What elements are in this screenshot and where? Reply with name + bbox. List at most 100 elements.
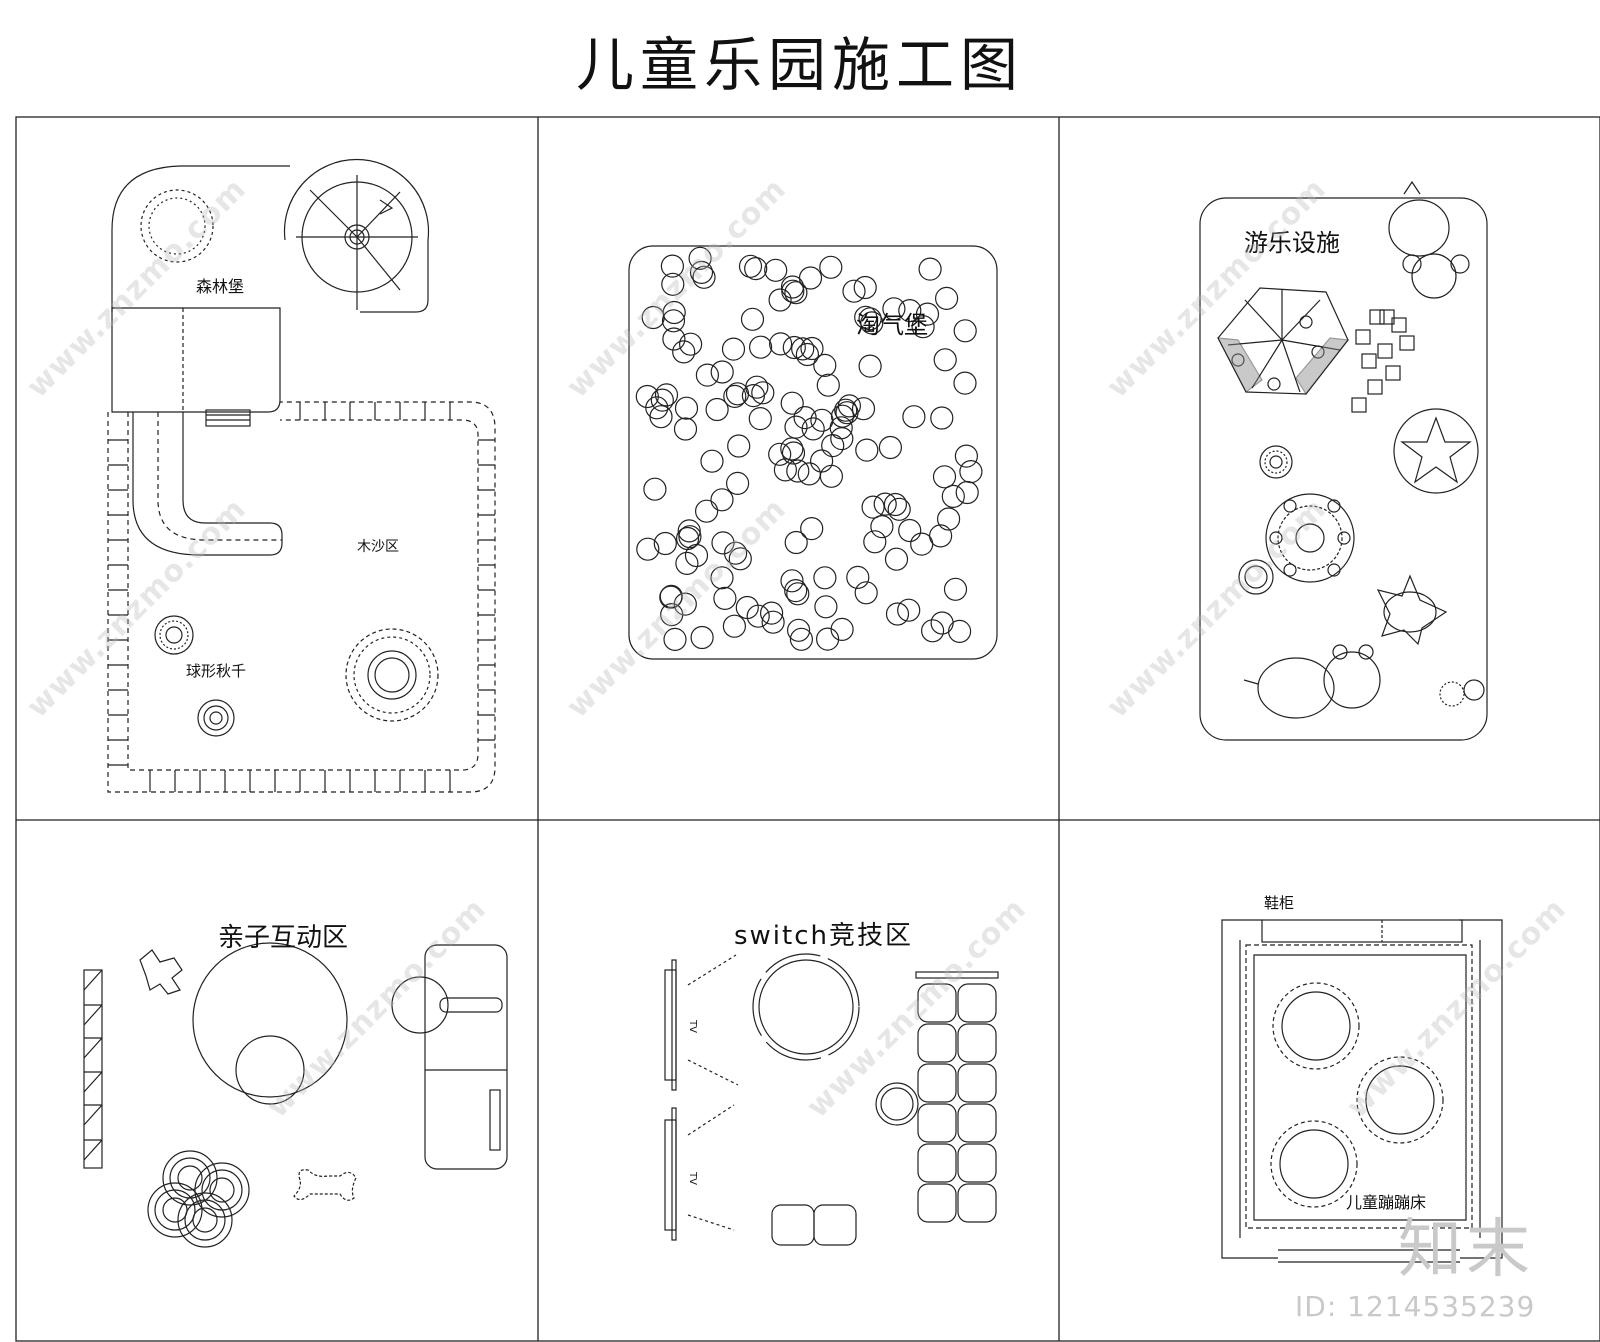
animal-ride-icon [1243, 644, 1381, 719]
ball-icon [911, 315, 935, 339]
trampoline-icon [1356, 1056, 1444, 1144]
ball-icon [674, 396, 699, 420]
ball-icon [846, 565, 870, 590]
ball-icon [768, 288, 792, 312]
ball-icon [663, 627, 687, 652]
panel-naughty-castle [628, 245, 998, 660]
sofa-seat [957, 1143, 997, 1183]
ball-icon [660, 254, 685, 278]
ball-icon [860, 311, 884, 335]
switch-area-label: switch竞技区 [734, 921, 913, 951]
trampoline-label: 儿童蹦蹦床 [1346, 1193, 1426, 1212]
ball-icon [662, 300, 686, 325]
ball-icon [710, 488, 734, 512]
shoe-cabinet-label: 鞋柜 [1264, 894, 1294, 912]
ball-icon [795, 342, 820, 367]
sofa-seat [957, 983, 997, 1023]
ball-icon [700, 449, 724, 473]
ball-icon [673, 417, 698, 441]
ball-icon [780, 391, 804, 415]
ball-icon [885, 602, 910, 626]
panel-rides [1199, 180, 1488, 741]
ball-icon [675, 551, 699, 576]
ball-icon [830, 617, 854, 642]
ball-icon [662, 327, 686, 351]
parent-child-label: 亲子互动区 [218, 923, 348, 953]
merry-go-round-icon [1265, 493, 1355, 583]
ball-icon [897, 598, 921, 622]
ball-swing-label: 球形秋千 [186, 662, 246, 680]
ball-icon [819, 464, 844, 488]
ball-icon [835, 401, 859, 425]
rides-label: 游乐设施 [1244, 229, 1340, 257]
ball-icon [725, 471, 750, 495]
ball-icon [947, 619, 972, 644]
ball-icon [721, 337, 746, 361]
ball-icon [863, 530, 887, 554]
ball-icon [834, 398, 858, 422]
ball-icon [884, 547, 909, 571]
block-icon [1399, 335, 1415, 351]
ball-icon [815, 627, 840, 651]
ball-icon [830, 427, 854, 451]
ball-icon [800, 336, 824, 361]
ball-icon [882, 297, 906, 321]
ball-icon [735, 595, 759, 620]
forest-castle-label: 森林堡 [196, 277, 244, 296]
sofa-seat [957, 1103, 997, 1143]
sofa-seat [957, 1023, 997, 1063]
ball-icon [959, 460, 983, 484]
panel-parent-child [83, 942, 508, 1248]
ball-icon [910, 532, 934, 556]
ball-icon [936, 507, 961, 531]
ball-icon [816, 373, 840, 397]
block-icon [1351, 397, 1367, 413]
ball-icon [673, 592, 697, 616]
ball-icon [784, 415, 808, 439]
bone-icon [139, 949, 183, 995]
ball-icon [650, 388, 674, 412]
ball-icon [786, 459, 810, 483]
ball-icon [748, 335, 773, 359]
spiral-stair-icon [283, 159, 430, 313]
ball-icon [870, 514, 894, 539]
ball-icon [645, 396, 669, 420]
carousel-icon [1216, 287, 1350, 396]
ball-icon [692, 265, 716, 289]
ball-icon [761, 610, 785, 634]
ball-icon [873, 492, 897, 516]
trampoline-icon [1272, 982, 1360, 1070]
ball-icon [710, 566, 734, 590]
block-icon [1379, 309, 1395, 325]
ball-icon [653, 531, 677, 556]
ball-icon [780, 275, 805, 299]
sofa-seat [917, 1103, 957, 1143]
naughty-castle-label: 淘气堡 [856, 311, 928, 339]
ball-icon [819, 255, 843, 279]
sand-ring-icon [345, 628, 439, 722]
ladder-icon [83, 969, 103, 1169]
star-ride-icon [1393, 408, 1479, 494]
ball-icon [854, 305, 878, 329]
panel-trampoline [1221, 919, 1503, 1263]
tv-icon [664, 1104, 735, 1241]
ball-icon [781, 441, 806, 465]
sofa-icon [917, 983, 997, 1223]
ball-icon [713, 586, 737, 611]
panel-forest-castle [107, 159, 496, 793]
ball-icon [759, 601, 784, 625]
ball-icon [780, 569, 804, 593]
ball-icon [933, 348, 957, 372]
ball-icon [745, 375, 769, 399]
tv-icon [664, 954, 739, 1091]
ball-icon [878, 435, 903, 460]
ball-icon [915, 302, 940, 326]
ball-icon [782, 335, 806, 360]
ball-icon [784, 578, 808, 603]
tv-label: TV [687, 1019, 698, 1033]
ball-icon [672, 340, 696, 364]
ball-icon [902, 405, 926, 429]
ball-icon [814, 595, 838, 619]
ball-icon [853, 275, 877, 300]
ball-icon [694, 499, 719, 523]
